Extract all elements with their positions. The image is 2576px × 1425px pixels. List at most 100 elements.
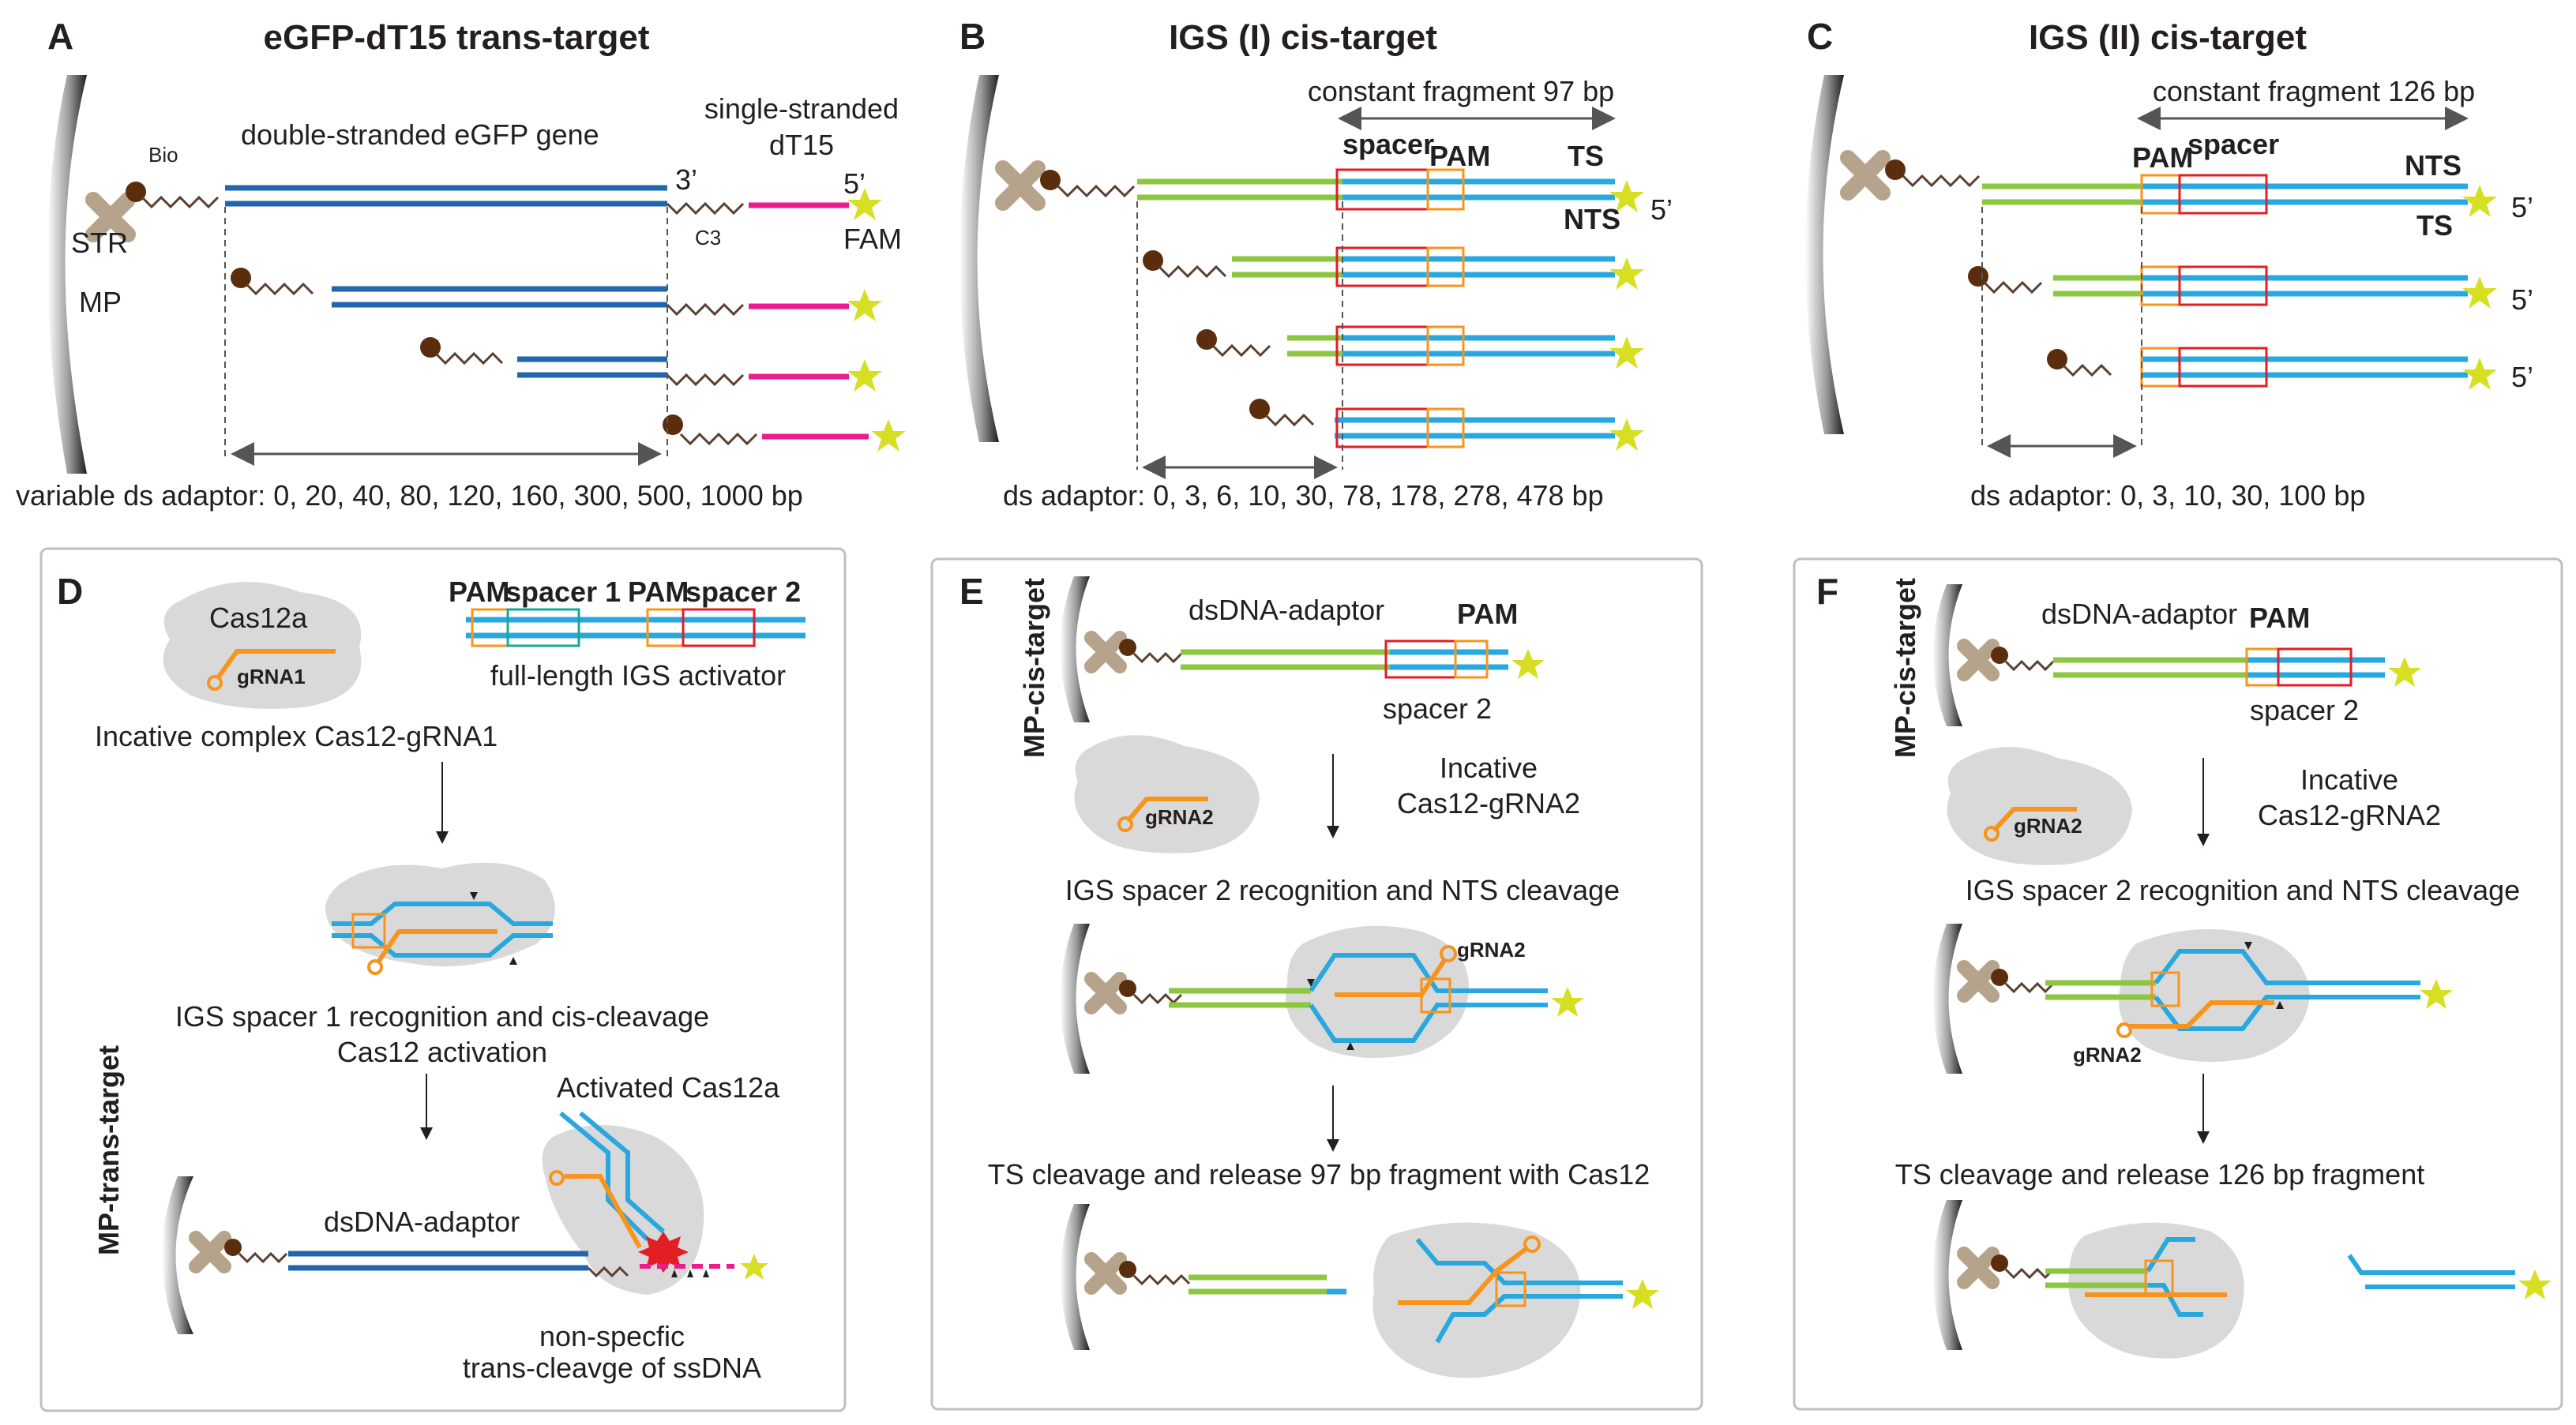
grna-strand: [375, 929, 498, 965]
step-text: IGS spacer 2 recognition and NTS cleavag…: [1966, 874, 2520, 906]
cas-blob: [1372, 1222, 1581, 1378]
spacer1-label: spacer 1: [505, 576, 621, 608]
panel-title: IGS (I) cis-target: [1169, 18, 1437, 57]
grna-strand: [1992, 807, 2077, 833]
bio-label: Bio: [148, 143, 178, 167]
grna-label: gRNA1: [237, 665, 306, 688]
side-label: MP-trans-target: [92, 1045, 125, 1255]
pam-box: [646, 608, 685, 647]
spacer-label: spacer: [1342, 128, 1434, 160]
dna-strand: [2154, 949, 2420, 985]
fragment-row: [1249, 399, 1644, 451]
bead: [47, 75, 87, 474]
dna-strand: [559, 1111, 650, 1242]
spacer-box: [1335, 168, 1429, 211]
dna-strand: [1435, 1294, 1623, 1344]
dna-strand: [1309, 1003, 1548, 1043]
step-text: Cas12 activation: [337, 1036, 547, 1068]
str-label: STR: [71, 227, 128, 259]
adaptor-label: dsDNA-adaptor: [324, 1206, 520, 1238]
grna-strand: [1125, 797, 1208, 823]
str-cross: [1957, 960, 2000, 1003]
pam-box: [2245, 647, 2280, 687]
linker: [1132, 1273, 1191, 1286]
dna-strand: [332, 933, 553, 958]
linker: [1057, 184, 1136, 198]
bead: [959, 75, 999, 442]
dna-strand: [1309, 953, 1548, 993]
str-cross: [85, 192, 136, 242]
step-text: Incative complex Cas12-gRNA1: [95, 720, 498, 752]
grna-label: gRNA2: [1457, 938, 1526, 962]
inactive-label: Incative: [2300, 763, 2398, 796]
fam-star: [1626, 1279, 1659, 1309]
bead: [1805, 75, 1844, 434]
dna-strand: [2154, 995, 2420, 1031]
bio-dot: [1991, 647, 2008, 664]
fam-star: [1511, 649, 1545, 679]
dna-strand: [332, 902, 553, 926]
pam-box: [2144, 1259, 2174, 1296]
pam-box: [1426, 168, 1465, 211]
ds-label: double-stranded eGFP gene: [241, 118, 599, 151]
step-text: TS cleavage and release 97 bp fragment w…: [988, 1158, 1650, 1191]
cut-site: [1307, 979, 1315, 987]
bead: [1060, 576, 1090, 722]
dna-strand: [579, 1111, 665, 1234]
bead: [1932, 924, 1962, 1074]
pam-box: [351, 913, 386, 949]
panel-caption: variable ds adaptor: 0, 20, 40, 80, 120,…: [16, 479, 803, 512]
linker: [238, 1251, 288, 1264]
nts-label: NTS: [1564, 203, 1620, 235]
bio-dot: [1040, 170, 1061, 190]
cut-site: [1346, 1042, 1354, 1050]
str-cross: [1084, 972, 1127, 1014]
panel-letter: C: [1807, 16, 1833, 57]
three-prime: 3’: [675, 163, 697, 196]
bio-dot: [1991, 969, 2008, 986]
activated-label: Activated Cas12a: [557, 1071, 780, 1104]
bio-dot: [224, 1239, 242, 1256]
panel-caption: ds adaptor: 0, 3, 6, 10, 30, 78, 178, 27…: [1003, 479, 1604, 512]
ts-label: TS: [2416, 209, 2453, 242]
ts-label: TS: [1568, 140, 1604, 172]
pam-box: [2150, 971, 2180, 1007]
spacer-box: [1384, 639, 1457, 679]
spacer-box: [2277, 647, 2353, 687]
grna-loop: [1984, 826, 2000, 842]
cut-site: [671, 1269, 678, 1277]
linker: [1132, 651, 1183, 664]
grna-label: gRNA2: [1145, 805, 1214, 829]
inactive-label: Cas12-gRNA2: [1397, 787, 1580, 819]
five-prime: 5’: [1650, 193, 1673, 226]
c3-label: C3: [695, 226, 721, 249]
panel-title: IGS (II) cis-target: [2029, 18, 2307, 57]
grna-strand: [215, 649, 336, 681]
bio-dot: [1119, 980, 1136, 997]
pam-box: [1454, 639, 1489, 679]
c3-linker: [666, 201, 745, 216]
bead: [1932, 1200, 1962, 1350]
fam-star: [847, 188, 882, 220]
fam-star: [2388, 657, 2421, 687]
panel-letter: B: [959, 16, 986, 57]
bead: [162, 1176, 193, 1334]
fam-star: [740, 1254, 768, 1280]
step-text: TS cleavage and release 126 bp fragment: [1895, 1158, 2424, 1191]
str-cross: [189, 1231, 231, 1273]
panel-letter: E: [959, 571, 984, 612]
fam-label: FAM: [843, 223, 902, 255]
grna-loop: [1523, 1236, 1541, 1253]
panel-frame: [930, 557, 1703, 1411]
mp-label: MP: [79, 286, 122, 318]
panel-frame: [1793, 557, 2563, 1411]
fragment-row: [420, 337, 882, 392]
fam-star: [2420, 979, 2453, 1009]
released-fragment: [2347, 1254, 2515, 1275]
side-label: MP-cis-target: [1889, 578, 1921, 758]
fragment-row: [1143, 246, 1644, 290]
constant-label: constant fragment 97 bp: [1308, 75, 1614, 107]
dna-strand: [2148, 1283, 2203, 1317]
spacer2-label: spacer 2: [685, 576, 801, 608]
str-cross: [1840, 150, 1891, 201]
